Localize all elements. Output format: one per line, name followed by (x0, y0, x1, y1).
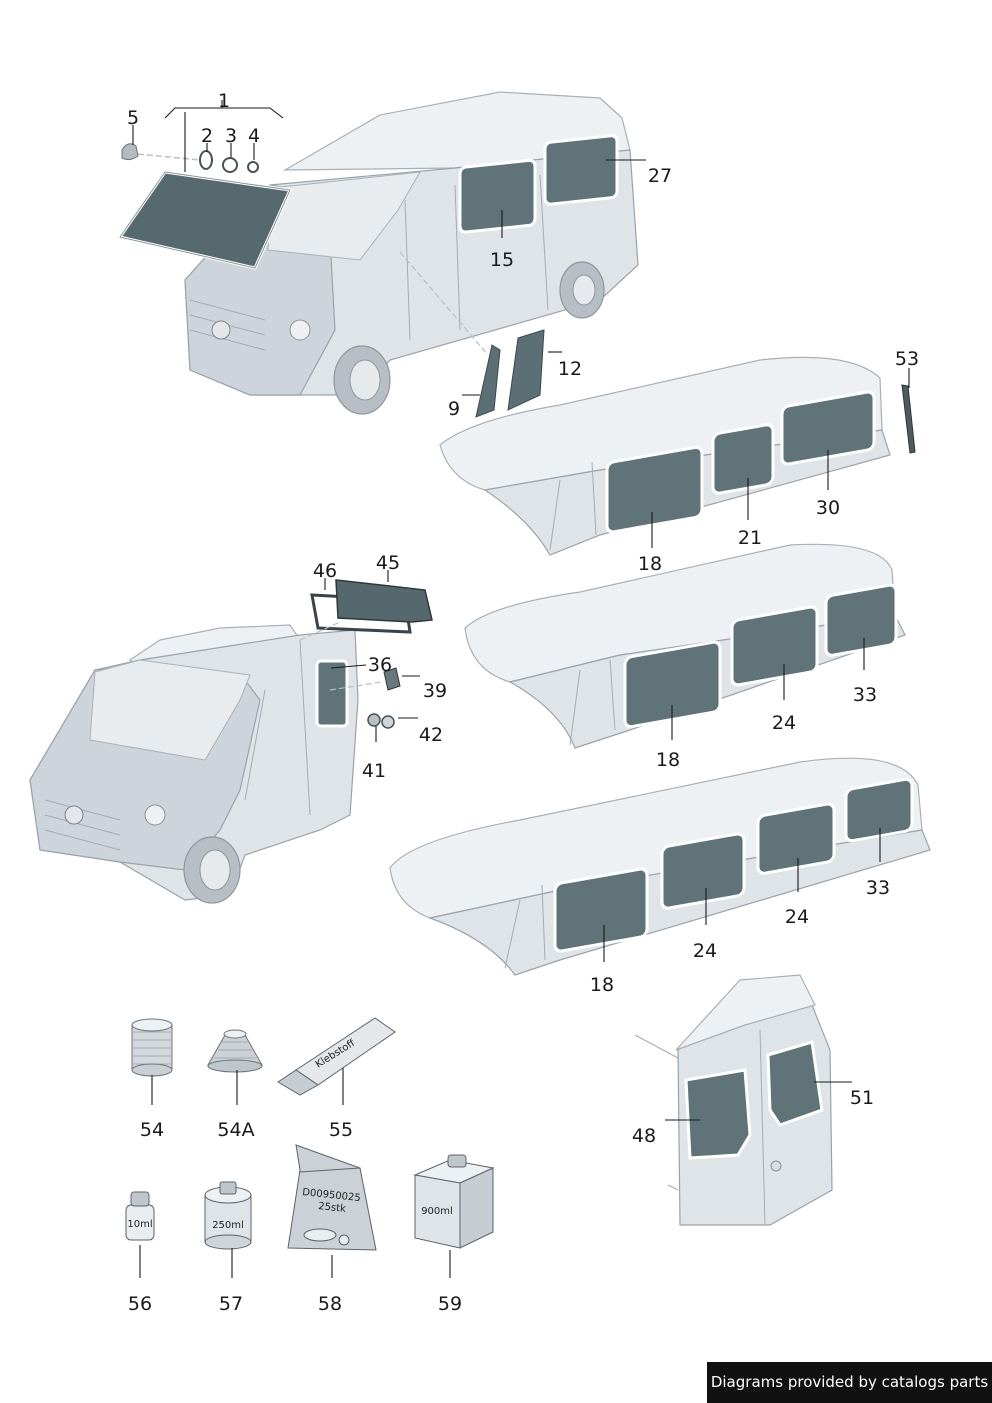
leader-lines (132, 100, 910, 1278)
callout-21: 21 (738, 527, 762, 549)
callout-24-c: 24 (693, 940, 717, 962)
cord-cone-54a (207, 1029, 263, 1073)
callout-2: 2 (201, 125, 213, 147)
callout-33-a: 33 (853, 684, 877, 706)
bottle-label: 10ml (127, 1219, 152, 1230)
bottle-10ml-56: 10ml (125, 1191, 155, 1241)
quarter-glass-12 (507, 329, 545, 411)
callout-30: 30 (816, 497, 840, 519)
callout-54a: 54A (217, 1119, 254, 1141)
callout-48: 48 (632, 1125, 656, 1147)
van-cab (29, 624, 359, 904)
seal-strip-53 (901, 384, 916, 454)
sensor-5-icon (121, 143, 139, 161)
rear-doors (634, 974, 833, 1226)
callout-18-a: 18 (638, 553, 662, 575)
roof-section-c (389, 757, 931, 976)
callout-59: 59 (438, 1293, 462, 1315)
callout-12: 12 (558, 358, 582, 380)
clip-2-icon (199, 150, 213, 170)
cap-42-icon (381, 715, 395, 729)
callout-51: 51 (850, 1087, 874, 1109)
callout-18-c: 18 (590, 974, 614, 996)
callout-15: 15 (490, 249, 514, 271)
adhesive-tube-55: Klebstoff (277, 1017, 396, 1096)
callout-39: 39 (423, 680, 447, 702)
callout-58: 58 (318, 1293, 342, 1315)
callout-56: 56 (128, 1293, 152, 1315)
box-label: 900ml (421, 1206, 453, 1217)
bag-25stk-58: D00950025 25stk (287, 1144, 377, 1251)
credit-banner: Diagrams provided by catalogs parts (707, 1362, 992, 1403)
van-high-roof (184, 91, 639, 415)
callout-36: 36 (368, 654, 392, 676)
callout-54: 54 (140, 1119, 164, 1141)
callout-1: 1 (218, 90, 230, 112)
callout-numbers: 1 2 3 4 5 27 15 12 9 53 30 21 18 46 45 3… (127, 90, 919, 1315)
callout-46: 46 (313, 560, 337, 582)
callout-42: 42 (419, 724, 443, 746)
quarter-glass-9 (475, 344, 501, 418)
window-glass-45 (335, 579, 433, 623)
cord-roll-54 (131, 1018, 173, 1077)
callout-45: 45 (376, 552, 400, 574)
callout-27: 27 (648, 165, 672, 187)
callout-18-b: 18 (656, 749, 680, 771)
callout-53: 53 (895, 348, 919, 370)
callout-55: 55 (329, 1119, 353, 1141)
clip-39-icon (383, 667, 401, 691)
callout-5: 5 (127, 107, 139, 129)
can-250ml-57: 250ml (204, 1181, 252, 1250)
cap-41-icon (367, 713, 381, 727)
ring-3-icon (222, 157, 238, 173)
ring-4-icon (247, 161, 259, 173)
callout-33-b: 33 (866, 877, 890, 899)
callout-57: 57 (219, 1293, 243, 1315)
can-label: 250ml (212, 1220, 244, 1231)
callout-9: 9 (448, 398, 460, 420)
callout-24-b: 24 (785, 906, 809, 928)
callout-4: 4 (248, 125, 260, 147)
bag-qty: 25stk (318, 1201, 347, 1215)
callout-3: 3 (225, 125, 237, 147)
roof-section-a (439, 356, 891, 556)
callout-24-a: 24 (772, 712, 796, 734)
box-900ml-59: 900ml (413, 1154, 495, 1249)
roof-section-b (464, 543, 906, 749)
callout-41: 41 (362, 760, 386, 782)
